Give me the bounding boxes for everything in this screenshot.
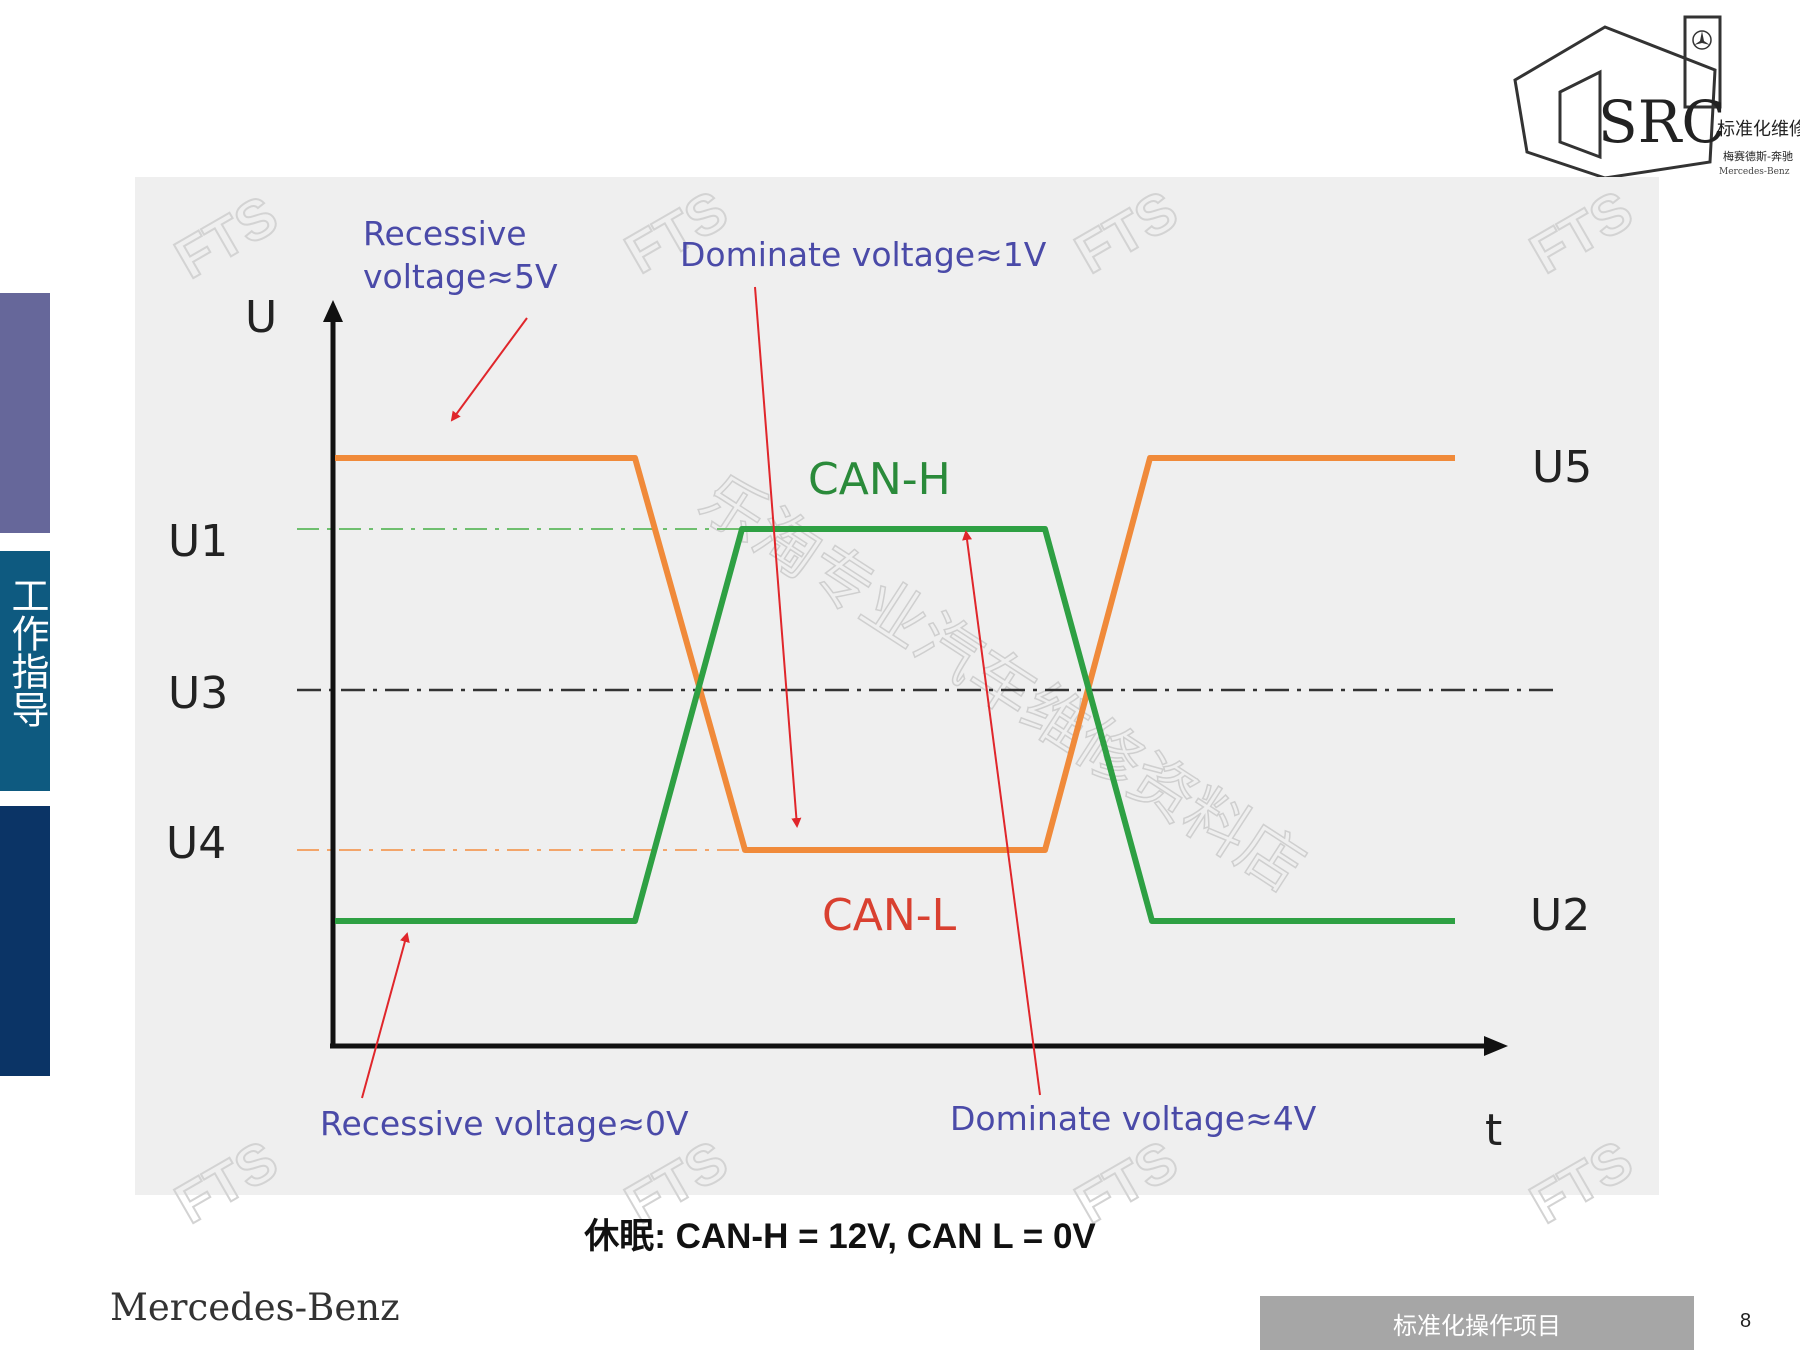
annotation-recessive-0v: Recessive voltage≈0V	[320, 1104, 689, 1143]
pointer-arrow-recessive-0v	[361, 932, 410, 1099]
y-axis-label: U	[245, 292, 277, 343]
side-tab-bottom	[0, 806, 50, 1076]
annotation-dominate-4v: Dominate voltage≈4V	[950, 1099, 1317, 1138]
logo-sub-text-3: Mercedes-Benz	[1719, 167, 1790, 177]
side-tab-work-guide[interactable]	[0, 551, 50, 791]
logo-main-text: SRC	[1598, 88, 1726, 156]
src-logo: SRC 标准化维修 梅赛德斯-奔驰 Mercedes-Benz	[1513, 15, 1800, 180]
logo-sub-text-1: 标准化维修	[1717, 119, 1800, 140]
sleep-mode-caption: 休眠: CAN-H = 12V, CAN L = 0V	[584, 1217, 1096, 1256]
side-tab-top	[0, 293, 50, 533]
pointer-arrow-dominate-1v	[754, 286, 802, 828]
can-h-trace	[335, 526, 1455, 924]
y-axis-arrow-icon	[323, 300, 343, 322]
annotation-dominate-1v: Dominate voltage≈1V	[680, 235, 1047, 274]
level-label-u3: U3	[168, 668, 228, 719]
diagram-background	[135, 177, 1659, 1195]
can-l-label: CAN-L	[822, 890, 957, 941]
level-label-u4: U4	[166, 818, 226, 869]
page-number: 8	[1740, 1310, 1752, 1332]
can-l-trace	[335, 455, 1455, 853]
x-axis-label: t	[1485, 1105, 1502, 1156]
pointer-arrow-recessive-5v	[450, 317, 528, 422]
level-label-u2: U2	[1530, 890, 1590, 941]
footer-label: 标准化操作项目	[1393, 1311, 1561, 1340]
can-h-label: CAN-H	[808, 454, 951, 505]
annotation-recessive-5v-line2: voltage≈5V	[363, 257, 558, 296]
x-axis-arrow-icon	[1484, 1036, 1508, 1056]
pointer-arrow-dominate-4v	[962, 530, 1041, 1096]
annotation-recessive-5v-line1: Recessive	[363, 214, 527, 253]
footer-label-bar: 标准化操作项目	[1260, 1296, 1694, 1350]
level-label-u1: U1	[168, 516, 228, 567]
level-label-u5: U5	[1532, 442, 1592, 493]
logo-sub-text-2: 梅赛德斯-奔驰	[1723, 149, 1793, 163]
side-tab-label: 工作指导	[5, 576, 49, 728]
footer-brand: Mercedes-Benz	[110, 1286, 400, 1329]
